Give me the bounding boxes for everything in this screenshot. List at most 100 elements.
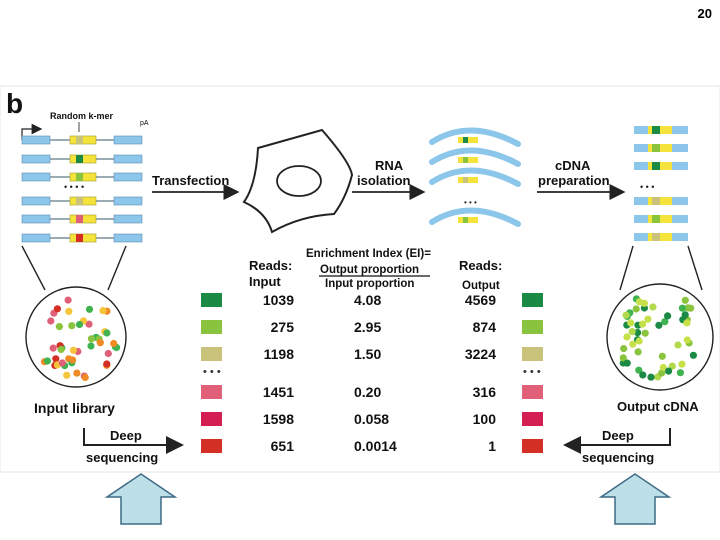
library-dot xyxy=(81,373,89,381)
reads-output-value: 100 xyxy=(473,411,497,427)
cdna-ellipsis: • • • xyxy=(640,182,654,192)
reads-input-header: Reads: xyxy=(249,258,292,273)
library-dot xyxy=(57,345,65,354)
library-dot xyxy=(68,322,76,330)
cdna-kmer-block xyxy=(652,144,660,152)
cdna-kmer-block xyxy=(652,233,660,241)
zoom-line xyxy=(107,245,127,291)
cdna-stack xyxy=(634,126,688,241)
library-dot xyxy=(628,328,636,336)
construct-ellipsis: • • • • xyxy=(64,182,84,192)
ei-numerator: Output proportion xyxy=(320,264,419,276)
zoom-line xyxy=(687,245,703,291)
library-dot xyxy=(659,363,667,372)
reads-output-value: 316 xyxy=(473,384,497,400)
library-dot xyxy=(52,355,60,363)
library-dot xyxy=(75,320,84,329)
library-dot xyxy=(678,360,686,368)
kmer-block xyxy=(76,234,83,242)
library-dot xyxy=(47,317,55,325)
reads-output-value: 1 xyxy=(488,438,496,454)
color-swatch xyxy=(522,439,543,453)
library-dot xyxy=(627,319,635,327)
library-dot xyxy=(639,320,647,328)
table-gap-marker: • • • xyxy=(203,366,221,378)
exon-block xyxy=(21,135,51,145)
ei-value: 0.0014 xyxy=(354,438,397,454)
exon-block xyxy=(113,214,143,224)
transfection-label: Transfection xyxy=(152,173,229,188)
library-dot xyxy=(43,357,52,365)
exon-block xyxy=(21,172,51,182)
reads-input-value: 1451 xyxy=(263,384,294,400)
exon-block xyxy=(21,233,51,243)
reads-input-header: Input xyxy=(249,274,281,289)
library-dot xyxy=(661,318,669,326)
rna-isolation-label: isolation xyxy=(357,173,411,188)
library-dot xyxy=(620,345,628,353)
library-dot xyxy=(658,369,666,377)
exon-block xyxy=(21,154,51,164)
exon-block xyxy=(21,214,51,224)
cdna-kmer-block xyxy=(652,215,660,223)
library-dot xyxy=(110,339,118,348)
color-swatch xyxy=(201,320,222,334)
library-dot xyxy=(635,337,643,345)
up-arrow-icon xyxy=(598,473,672,525)
deep-sequencing-label: Deep xyxy=(602,428,634,443)
reads-input-value: 1039 xyxy=(263,292,294,308)
output-cdna-label: Output cDNA xyxy=(617,399,699,414)
panel-letter: b xyxy=(6,88,23,119)
kmer-block xyxy=(76,215,83,223)
library-dot xyxy=(87,335,95,343)
library-dot xyxy=(65,307,73,315)
library-dot xyxy=(678,304,687,312)
deep-sequencing-arrow-icon xyxy=(563,428,671,454)
library-dot xyxy=(641,329,649,337)
rna-strands xyxy=(429,127,521,227)
color-swatch xyxy=(201,347,222,361)
library-dot xyxy=(103,360,111,368)
library-dot xyxy=(103,329,111,337)
library-dot xyxy=(619,354,627,362)
library-dot xyxy=(85,305,94,313)
input-library-label: Input library xyxy=(34,400,115,416)
reads-input-value: 1598 xyxy=(263,411,294,427)
reads-input-value: 1198 xyxy=(264,346,295,362)
plasmid-construct: Random k-mer pA • • • • xyxy=(21,111,149,243)
color-swatch xyxy=(522,347,543,361)
library-dot xyxy=(647,373,655,381)
library-dot xyxy=(665,367,673,375)
exon-block xyxy=(113,135,143,145)
deep-sequencing-label: sequencing xyxy=(582,450,654,465)
library-dot xyxy=(623,359,631,367)
library-dot xyxy=(53,305,62,313)
kmer-block xyxy=(76,197,83,205)
library-dot xyxy=(689,351,698,359)
library-dot xyxy=(623,333,631,341)
color-swatch xyxy=(522,412,543,426)
cdna-kmer-block xyxy=(652,162,660,170)
library-dot xyxy=(55,323,64,331)
random-kmer-label: Random k-mer xyxy=(50,111,114,121)
color-swatch xyxy=(201,385,222,399)
reads-output-value: 4569 xyxy=(465,292,496,308)
color-swatch xyxy=(522,293,543,307)
nucleus-icon xyxy=(276,165,322,197)
library-dot xyxy=(629,340,637,348)
library-dot xyxy=(96,339,104,347)
deep-sequencing-label: Deep xyxy=(110,428,142,443)
library-dot xyxy=(635,298,644,306)
kmer-block xyxy=(76,136,83,144)
library-dot xyxy=(58,359,66,367)
ei-title: Enrichment Index (EI)= xyxy=(306,248,431,260)
rna-isolation-label: RNA xyxy=(375,158,404,173)
color-swatch xyxy=(201,412,222,426)
color-swatch xyxy=(522,320,543,334)
kmer-block xyxy=(76,155,83,163)
library-dot xyxy=(635,366,643,374)
pa-label: pA xyxy=(140,120,149,127)
library-dot xyxy=(668,362,676,370)
reads-input-value: 275 xyxy=(271,319,295,335)
